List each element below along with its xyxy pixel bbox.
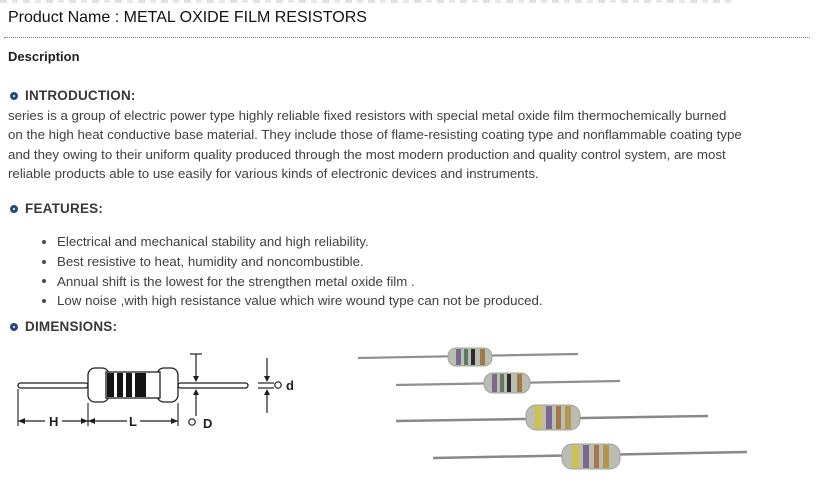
dimension-d-right: [258, 358, 274, 413]
product-title-line: Product Name : METAL OXIDE FILM RESISTOR…: [8, 9, 367, 27]
photo-resistor-1: [357, 347, 579, 367]
dimensions-heading-label: DIMENSIONS:: [25, 319, 118, 334]
ring-bullet-icon: [10, 91, 18, 100]
dimensions-heading: DIMENSIONS:: [10, 319, 117, 334]
features-heading-label: FEATURES:: [25, 201, 104, 216]
ring-bullet-icon: [10, 322, 18, 331]
feature-text: Electrical and mechanical stability and …: [57, 234, 369, 250]
bullet-dot-icon: [42, 239, 46, 244]
diameter-symbol-small-d: [274, 381, 282, 389]
photo-resistor-4: [432, 443, 748, 470]
resistor-body-middle: [105, 371, 161, 399]
feature-text: Low noise ,with high resistance value wh…: [57, 293, 543, 309]
label-big-d: D: [203, 416, 212, 431]
list-item: Best resistive to heat, humidity and non…: [42, 252, 543, 272]
resistors-photo: [357, 347, 748, 470]
intro-line: reliable products able to use easily for…: [8, 165, 539, 181]
intro-line: and they owing to their uniform quality …: [8, 146, 726, 162]
list-item: Low noise ,with high resistance value wh…: [42, 291, 543, 311]
intro-line: on the high heat conductive base materia…: [8, 127, 742, 143]
features-heading: FEATURES:: [10, 201, 103, 216]
dotted-divider: [4, 37, 810, 38]
product-name-value: METAL OXIDE FILM RESISTORS: [123, 9, 367, 26]
resistor-dimension-diagram: d D H L: [17, 353, 294, 431]
dimension-d-top-arrow: [190, 353, 202, 377]
introduction-paragraph: series is a group of electric power type…: [8, 106, 814, 183]
list-item: Electrical and mechanical stability and …: [42, 232, 543, 252]
diameter-symbol-big-d: [188, 418, 196, 426]
introduction-heading-label: INTRODUCTION:: [25, 88, 136, 103]
introduction-heading: INTRODUCTION:: [10, 88, 136, 103]
bullet-dot-icon: [42, 259, 46, 264]
right-lead: [177, 382, 249, 389]
left-lead: [17, 382, 89, 389]
resistor-bands: [107, 373, 146, 397]
label-h: H: [49, 414, 58, 429]
bullet-dot-icon: [42, 279, 46, 284]
product-name-label: Product Name :: [8, 9, 120, 26]
dimension-extension-lines: [17, 389, 179, 426]
label-small-d: d: [286, 378, 294, 393]
ring-bullet-icon: [10, 204, 18, 213]
intro-line: series is a group of electric power type…: [8, 108, 727, 123]
list-item: Annual shift is the lowest for the stren…: [42, 271, 543, 291]
cropped-text-artifact: [0, 0, 733, 3]
label-l: L: [129, 414, 137, 429]
photo-resistor-2: [395, 372, 621, 394]
bullet-dot-icon: [42, 298, 46, 303]
feature-text: Best resistive to heat, humidity and non…: [57, 254, 364, 270]
photo-resistor-3: [395, 404, 709, 431]
features-list: Electrical and mechanical stability and …: [42, 232, 543, 311]
description-heading: Description: [8, 49, 80, 64]
feature-text: Annual shift is the lowest for the stren…: [57, 273, 415, 289]
